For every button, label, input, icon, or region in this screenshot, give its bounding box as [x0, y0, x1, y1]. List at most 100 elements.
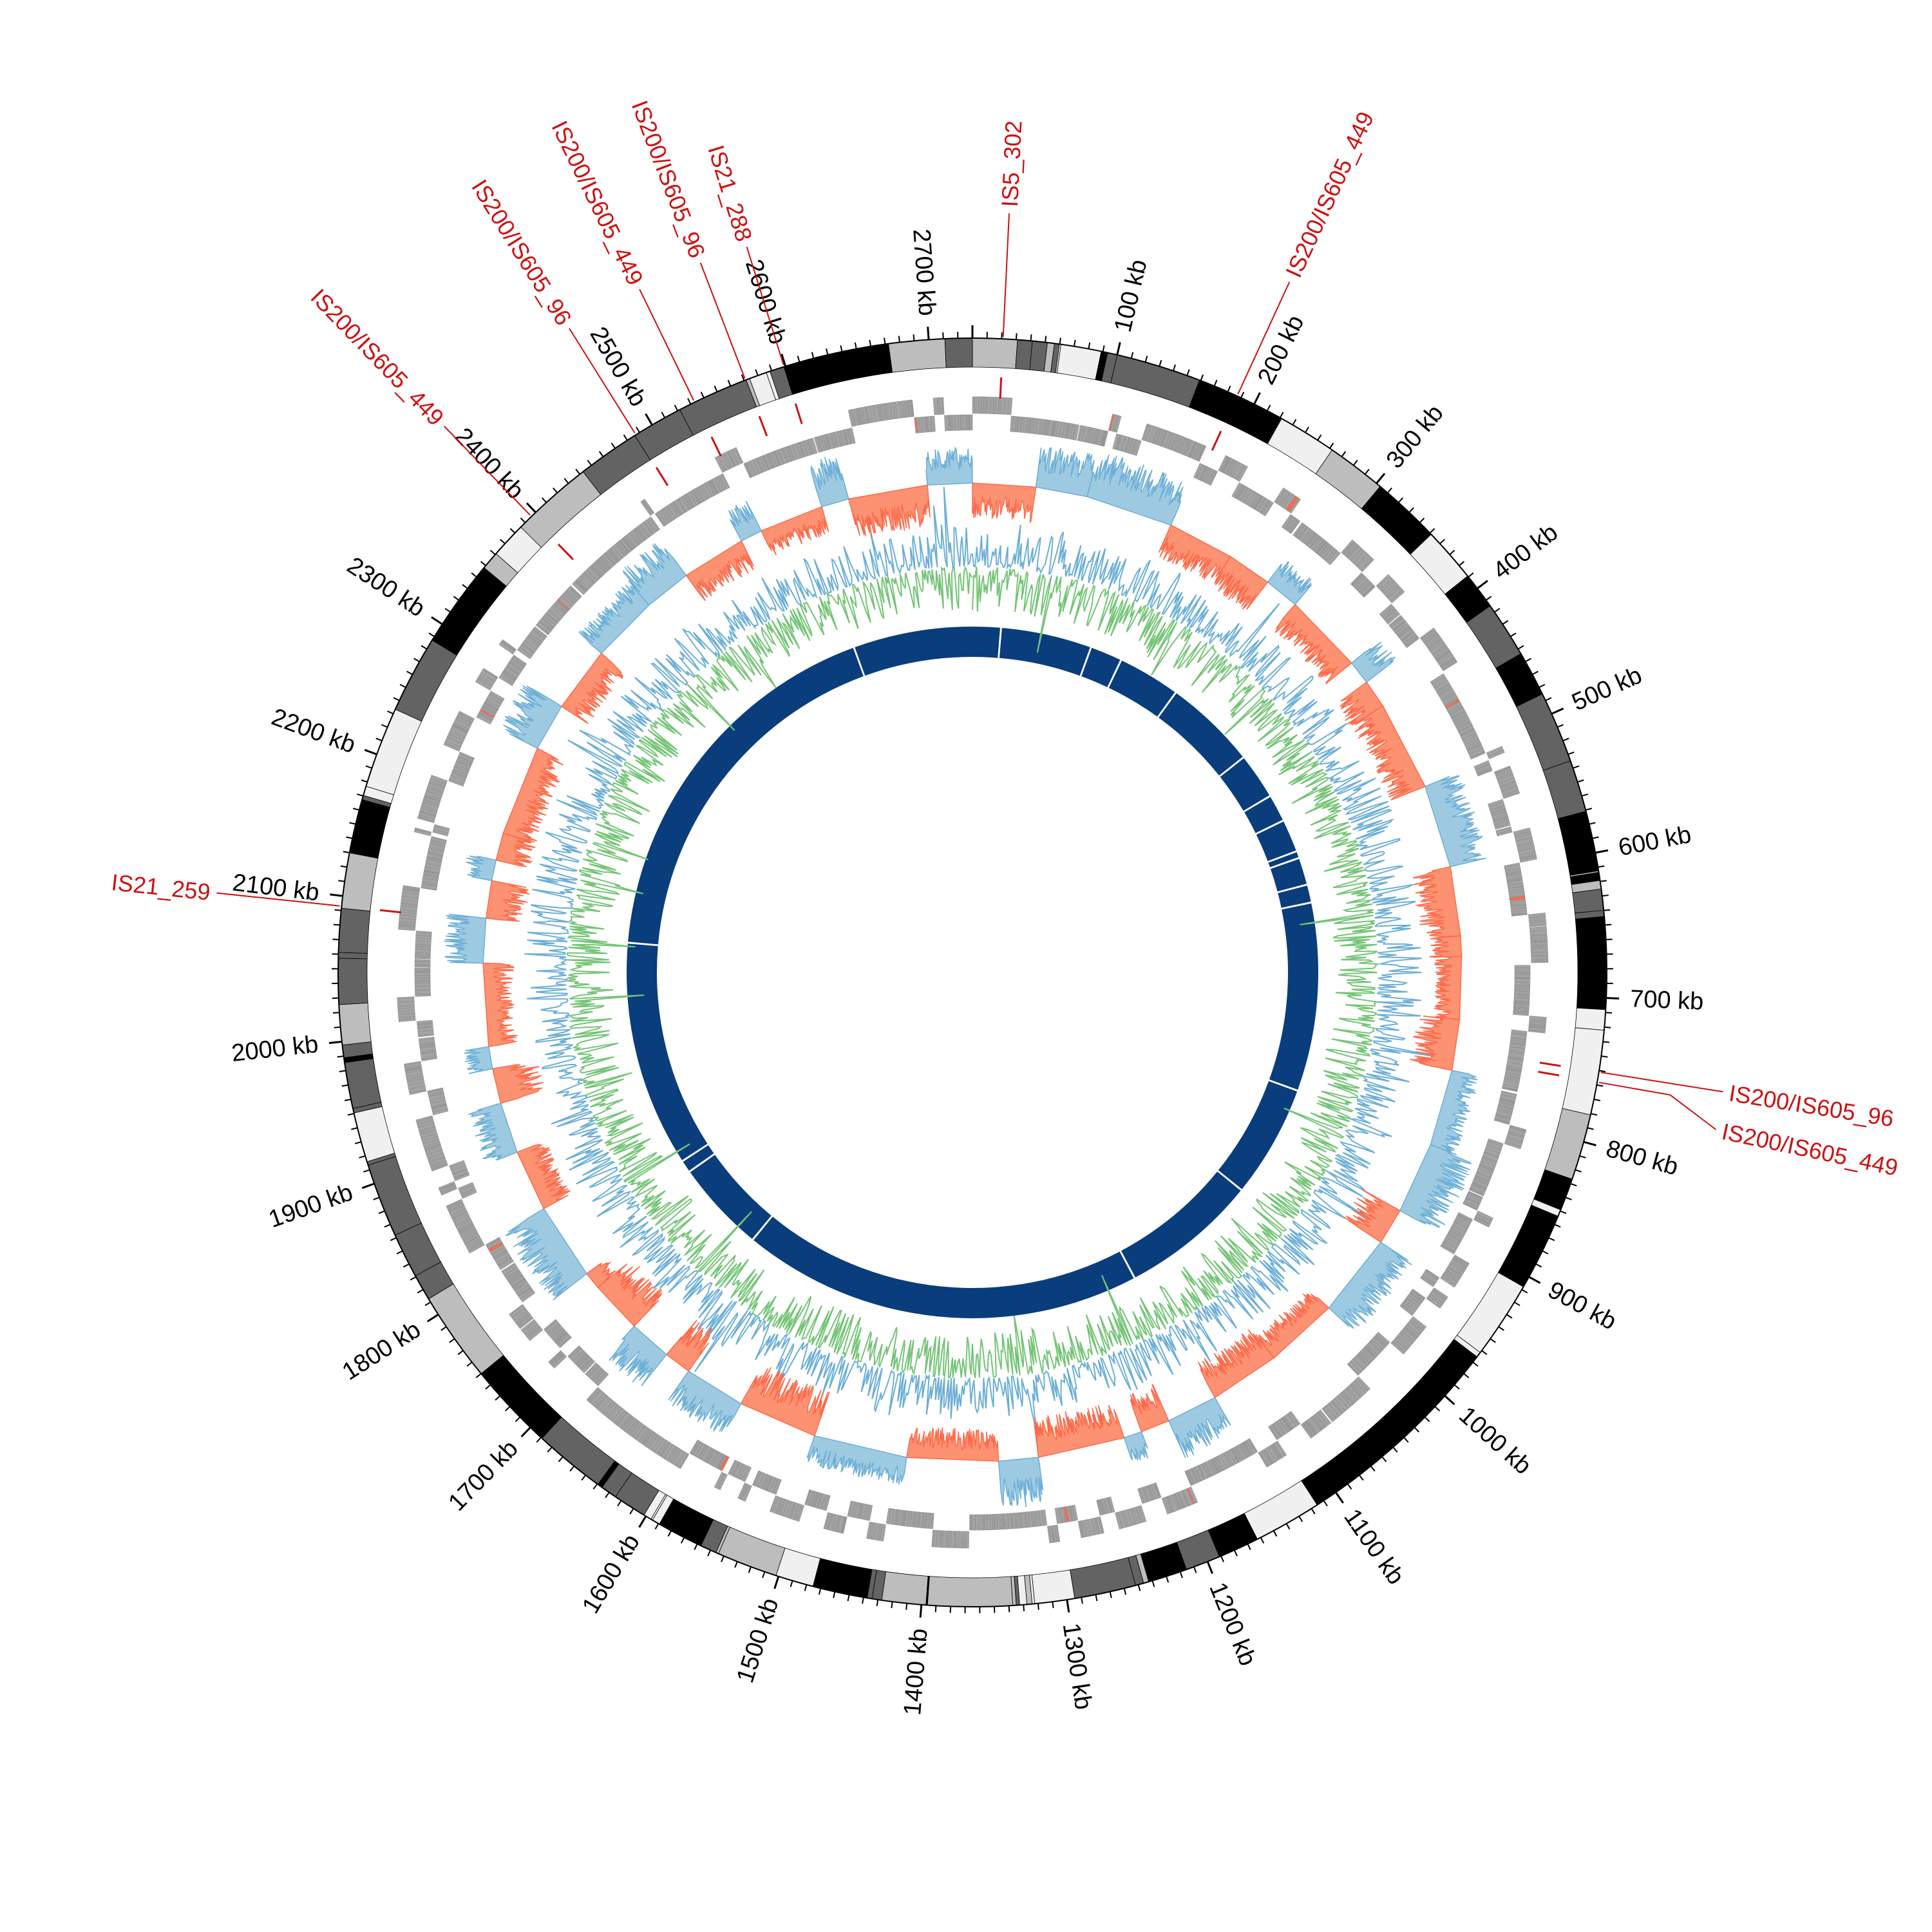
gene [1017, 416, 1021, 433]
gene [1464, 1197, 1480, 1208]
gene [1124, 437, 1131, 453]
minor-tick [1240, 392, 1245, 399]
gene [1511, 913, 1528, 916]
skew-negative-area [1034, 1405, 1125, 1458]
gene [616, 1411, 628, 1426]
gene [482, 706, 497, 715]
gene [402, 887, 420, 891]
gene [902, 400, 907, 418]
minor-tick [334, 909, 341, 911]
gene [1169, 1494, 1179, 1511]
gene [858, 1503, 864, 1519]
gene [895, 401, 899, 419]
minor-tick [592, 1483, 598, 1490]
gene [1350, 1382, 1364, 1397]
minor-tick [667, 1530, 672, 1537]
gene [506, 665, 520, 676]
gene [1495, 768, 1512, 776]
gene [1347, 545, 1362, 561]
gene [421, 1133, 439, 1141]
minor-tick [854, 342, 857, 349]
gene [460, 1188, 476, 1197]
gene [1449, 707, 1465, 718]
gene [1226, 459, 1236, 476]
minor-tick [361, 779, 368, 783]
gene [896, 1509, 900, 1526]
minor-tick [587, 459, 592, 466]
gene [1371, 1336, 1386, 1350]
gene [1097, 1499, 1103, 1516]
gene [1356, 553, 1370, 568]
minor-tick [485, 1384, 491, 1390]
minor-tick [357, 793, 364, 797]
gene [1497, 1104, 1514, 1110]
coverage-ring-segment [855, 627, 972, 676]
gene [1017, 1512, 1021, 1529]
skew-negative-area [1197, 1329, 1275, 1399]
gene [1510, 903, 1526, 907]
minor-tick [387, 710, 394, 715]
minor-tick [694, 1544, 698, 1550]
minor-tick [1598, 1070, 1606, 1072]
gene [493, 1249, 507, 1259]
gene [1306, 1419, 1318, 1435]
gene [1434, 679, 1450, 692]
gene [1465, 741, 1481, 750]
minor-tick [1449, 549, 1455, 555]
gene [1167, 1495, 1175, 1513]
gene [1101, 430, 1106, 446]
gene [907, 1510, 913, 1527]
gene [478, 710, 494, 720]
gene [974, 396, 979, 414]
gene [1260, 500, 1271, 515]
minor-tick [1575, 1169, 1582, 1173]
gene [1115, 1511, 1123, 1530]
gene [426, 853, 443, 860]
gene [1262, 1449, 1273, 1465]
gene [402, 885, 421, 890]
gene [661, 1442, 674, 1459]
gene [1077, 425, 1083, 441]
minor-tick [1532, 670, 1539, 676]
minor-tick [1381, 1456, 1387, 1463]
gene [1342, 541, 1355, 555]
gene [574, 580, 587, 592]
gene [1408, 1293, 1423, 1305]
gene [1498, 1102, 1515, 1109]
ideogram-band [927, 1576, 1014, 1607]
minor-tick [480, 561, 486, 567]
gene [1426, 1298, 1441, 1309]
gene [1286, 517, 1298, 533]
rna-gene [488, 1241, 504, 1253]
gene [1481, 1156, 1497, 1164]
gene [1470, 751, 1486, 760]
gene [1486, 746, 1504, 757]
ideogram-band [783, 353, 840, 395]
gene [1298, 526, 1311, 542]
gene [417, 1019, 433, 1025]
gene [1096, 429, 1104, 446]
gene [548, 606, 564, 620]
ideogram-band [881, 1571, 929, 1605]
minor-tick [1370, 1465, 1376, 1472]
gene [804, 1489, 811, 1505]
gene [404, 1068, 422, 1074]
minor-tick [509, 528, 516, 534]
gene [519, 644, 535, 656]
gene [946, 1530, 950, 1548]
gene [419, 1038, 435, 1044]
minor-tick [1323, 1500, 1328, 1507]
gene [1305, 1421, 1316, 1435]
gene [1517, 843, 1535, 849]
gene [1444, 1269, 1461, 1281]
gene [494, 1251, 510, 1264]
gene [458, 711, 475, 721]
gene [1240, 1443, 1250, 1458]
gene [1092, 1517, 1099, 1535]
gene [1208, 1459, 1218, 1475]
is-element-marker [999, 377, 1003, 399]
gene [414, 964, 431, 967]
gene [1409, 1292, 1423, 1303]
gene [607, 1404, 620, 1419]
is-element-label: IS21_288 [703, 142, 757, 244]
